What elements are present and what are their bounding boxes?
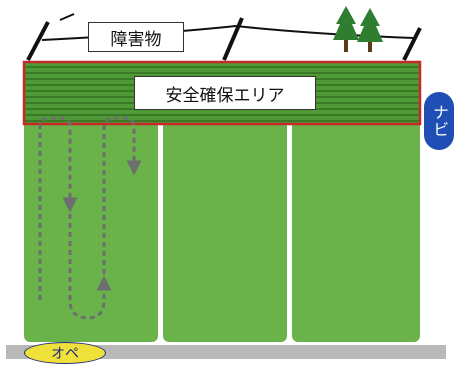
obstacle-label: 障害物 [88, 22, 184, 52]
operator-badge: オペ [24, 342, 106, 364]
ground-strip [6, 345, 446, 359]
travel-path-upper [102, 116, 142, 283]
navigator-badge: ナビ [424, 92, 454, 150]
safety-area-label: 安全確保エリア [134, 76, 316, 110]
obstacle-pole-3 [402, 27, 422, 61]
field-plot-2 [163, 118, 287, 342]
field-plot-1 [24, 118, 158, 342]
travel-path [38, 116, 78, 300]
obstacle-pole-1 [26, 21, 50, 61]
travel-path-return [68, 205, 112, 320]
obstacle-stay-wire [59, 13, 75, 21]
tree-icon [333, 6, 383, 52]
field-plot-3 [292, 118, 420, 342]
obstacle-pole-2 [222, 17, 244, 61]
